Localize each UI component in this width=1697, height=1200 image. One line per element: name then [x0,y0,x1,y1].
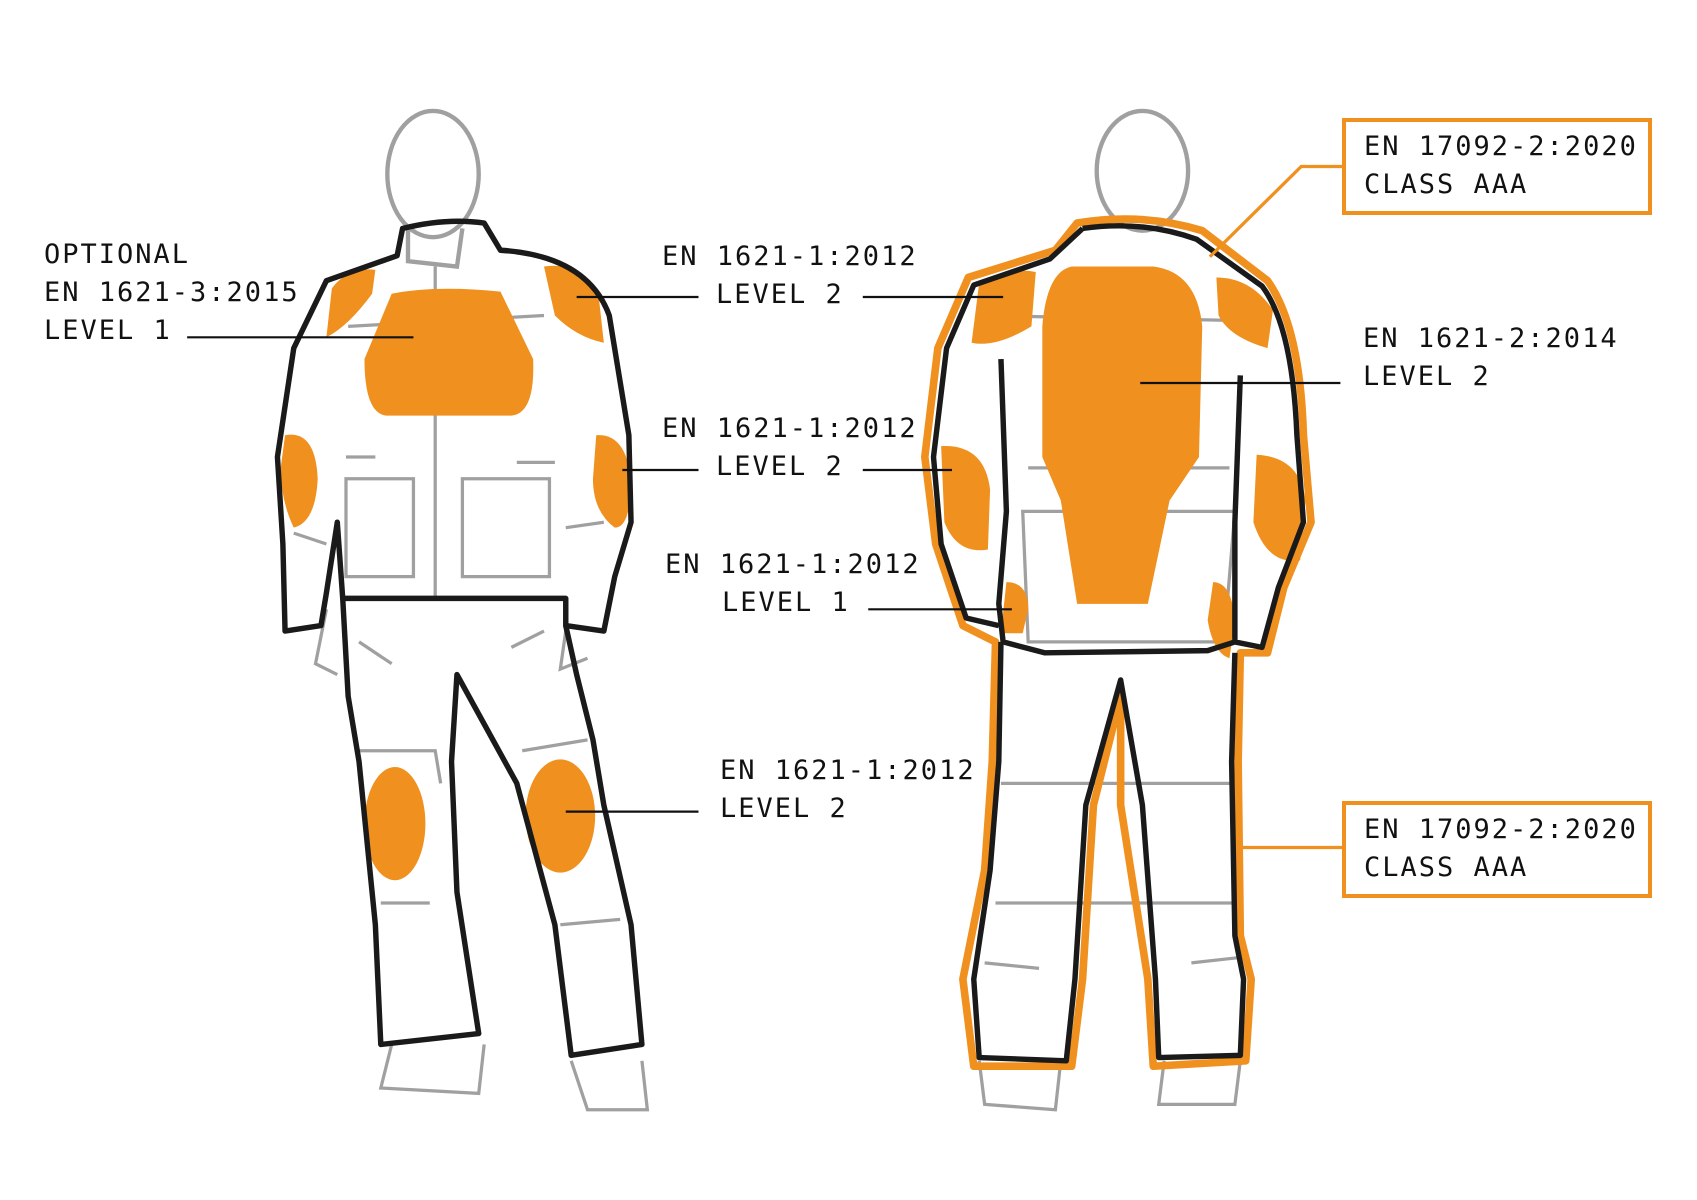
back-armor-pads [941,266,1306,659]
leader-lines [187,295,1341,813]
front-armor-pads [280,265,632,881]
class-leader-lines [1208,164,1344,850]
front-figure [274,108,650,1112]
back-figure [920,108,1315,1112]
